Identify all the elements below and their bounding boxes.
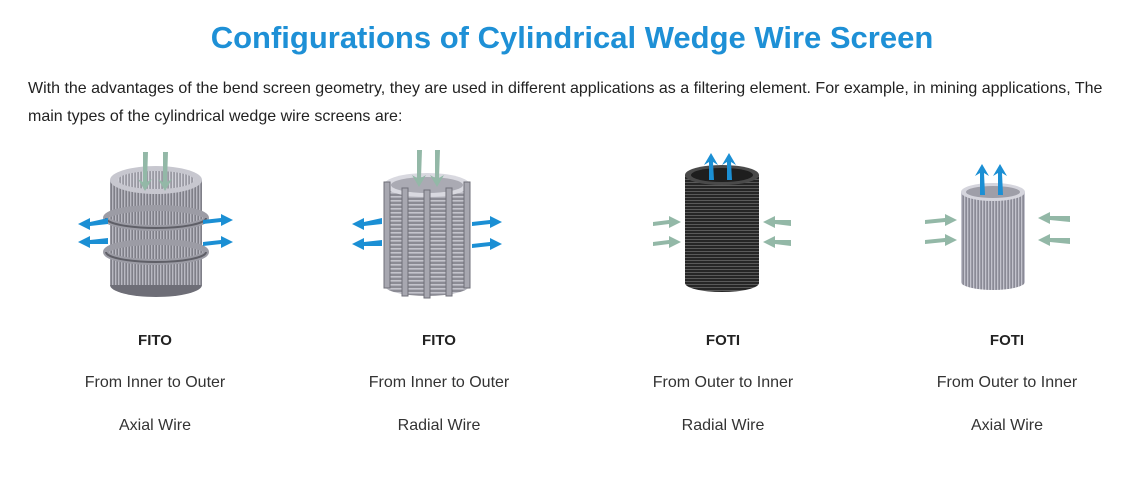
flow-direction: From Outer to Inner [652, 374, 794, 391]
wire-type: Radial Wire [397, 417, 481, 434]
radial-wire-fito-screen-icon [297, 140, 581, 310]
axial-wire-fito-screen-icon [13, 140, 297, 310]
screen-type-card: FITO From Inner to Outer Radial Wire [297, 140, 581, 460]
wire-type: Radial Wire [681, 417, 765, 434]
flow-direction: From Outer to Inner [936, 374, 1078, 391]
flow-direction: From Inner to Outer [84, 374, 226, 391]
flow-direction: From Inner to Outer [368, 374, 510, 391]
screen-type-card: FOTI From Outer to Inner Axial Wire [865, 140, 1144, 460]
wire-type: Axial Wire [118, 417, 191, 434]
radial-wire-foti-screen-icon [581, 140, 865, 310]
wire-type: Axial Wire [970, 417, 1043, 434]
screen-type-card: FITO From Inner to Outer Axial Wire [13, 140, 297, 460]
screen-code: FOTI [705, 332, 741, 349]
page-title: Configurations of Cylindrical Wedge Wire… [210, 20, 934, 55]
screen-type-card: FOTI From Outer to Inner Radial Wire [581, 140, 865, 460]
screen-code: FOTI [989, 332, 1025, 349]
intro-paragraph: With the advantages of the bend screen g… [28, 80, 1103, 125]
axial-wire-foti-screen-icon [865, 140, 1144, 310]
screen-code: FITO [138, 332, 172, 349]
screen-types-grid: FITO From Inner to Outer Axial Wire [13, 140, 1144, 460]
screen-code: FITO [422, 332, 456, 349]
